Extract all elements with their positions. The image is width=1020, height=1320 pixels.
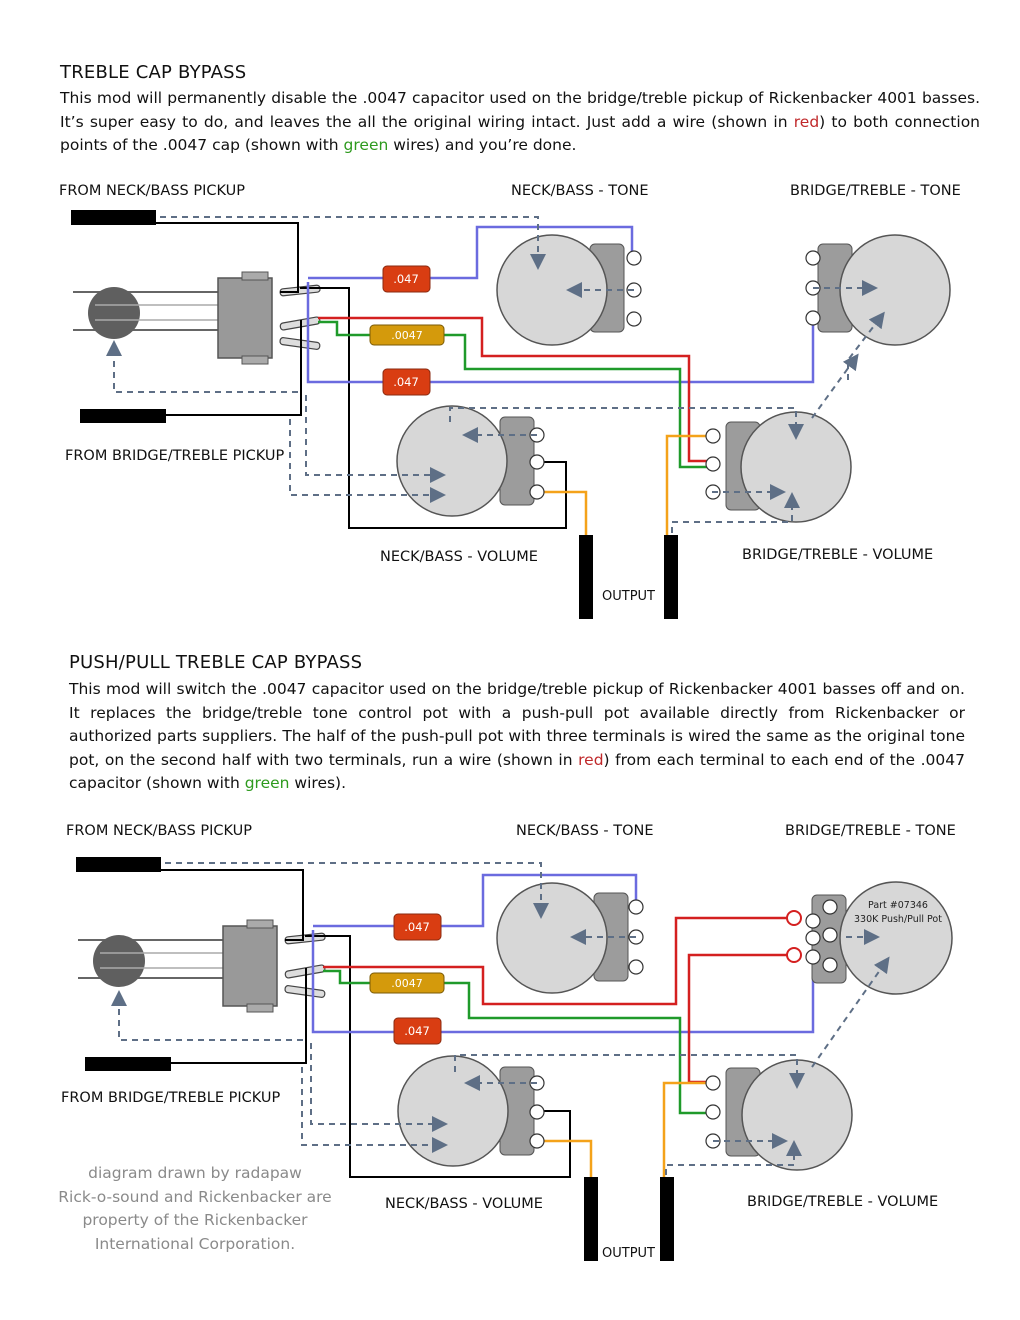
s2-bridge-pickup-lead [85, 1057, 171, 1071]
s1-neck-tone-pot [496, 234, 642, 346]
s1-cap-047-bottom-label: .047 [393, 375, 419, 389]
section2-desc-part-a: This mod will switch the .0047 capacitor… [69, 680, 965, 769]
s2-label-neck-tone: NECK/BASS - TONE [516, 823, 654, 839]
credit-notice: diagram drawn by radapaw Rick-o-sound an… [50, 1162, 340, 1256]
s2-neck-volume-pot [397, 1055, 545, 1167]
s1-label-bridge-volume: BRIDGE/TREBLE - VOLUME [742, 547, 934, 563]
s2-label-output: OUTPUT [602, 1246, 655, 1261]
s1-cap-047-top-label: .047 [393, 272, 419, 286]
s2-cap-047-bottom-label: .047 [404, 1024, 430, 1038]
section1-desc-part-b: ) to both connection points of the .0047… [60, 112, 980, 155]
s1-label-output: OUTPUT [602, 589, 655, 604]
s2-cap-0047-label: .0047 [391, 977, 423, 990]
s1-bridge-pickup-lead [80, 409, 166, 423]
s1-output-jack-right [664, 535, 678, 619]
s1-label-neck-tone: NECK/BASS - TONE [511, 183, 649, 199]
s1-bridge-volume-pot [705, 411, 852, 523]
s1-cap-0047 [369, 324, 445, 346]
section1-desc-green: green [343, 136, 389, 154]
s2-pot-part-number: Part #07346 [868, 900, 928, 911]
s2-neck-pickup-lead [76, 857, 161, 872]
s2-label-bridge-volume: BRIDGE/TREBLE - VOLUME [747, 1194, 939, 1210]
credit-line-3: property of the Rickenbacker [82, 1211, 308, 1229]
s2-cap-047-top-label: .047 [404, 920, 430, 934]
s2-bridge-tone-push-pull-pot: Part #07346 330K Push/Pull Pot [786, 881, 953, 995]
s2-cap-0047 [369, 972, 445, 994]
s1-pickup-selector-switch [73, 271, 321, 365]
section1-desc-part-a: This mod will permanently disable the .0… [60, 89, 980, 131]
section2-description: This mod will switch the .0047 capacitor… [69, 678, 965, 796]
s1-cap-0047-label: .0047 [391, 329, 423, 342]
s2-pickup-selector-switch [78, 919, 326, 1013]
s2-output-jack-right [660, 1177, 674, 1261]
s1-neck-volume-pot [396, 405, 545, 517]
s1-neck-pickup-lead [71, 210, 156, 225]
s1-label-bridge-tone: BRIDGE/TREBLE - TONE [790, 183, 961, 199]
section1-title: TREBLE CAP BYPASS [60, 62, 247, 83]
s2-label-bridge-tone: BRIDGE/TREBLE - TONE [785, 823, 956, 839]
s1-bridge-tone-pot [805, 234, 951, 346]
s1-label-neck-volume: NECK/BASS - VOLUME [380, 549, 538, 565]
s2-label-neck-volume: NECK/BASS - VOLUME [385, 1196, 543, 1212]
credit-line-4: International Corporation. [94, 1234, 296, 1253]
section2-title: PUSH/PULL TREBLE CAP BYPASS [69, 652, 363, 673]
s1-label-bridge-pickup: FROM BRIDGE/TREBLE PICKUP [65, 448, 285, 464]
s1-output-jack-left [579, 535, 593, 619]
section1-desc-part-c: wires) and you’re done. [388, 136, 577, 154]
credit-line-2: Rick-o-sound and Rickenbacker are [58, 1187, 332, 1206]
section1-description: This mod will permanently disable the .0… [60, 87, 980, 158]
section2-desc-part-c: wires). [289, 774, 347, 792]
s1-cap-047-top [382, 265, 431, 293]
section2-desc-green: green [244, 774, 290, 792]
section2-desc-red: red [578, 750, 604, 769]
s1-red-bypass-wire [318, 316, 712, 463]
credit-line-1: diagram drawn by radapaw [88, 1164, 302, 1182]
s1-cap-047-bottom [382, 368, 431, 396]
s2-cap-047-bottom [393, 1017, 442, 1045]
s1-label-neck-pickup: FROM NECK/BASS PICKUP [59, 183, 245, 199]
s2-wiring-diagram: .047 .047 .0047 Part #07346 330K Push/Pu… [76, 857, 953, 1261]
s1-wiring-diagram: .047 .047 .0047 [71, 210, 951, 619]
s2-label-neck-pickup: FROM NECK/BASS PICKUP [66, 823, 252, 839]
s2-label-bridge-pickup: FROM BRIDGE/TREBLE PICKUP [61, 1090, 281, 1106]
s2-output-jack-left [584, 1177, 598, 1261]
s2-pot-description: 330K Push/Pull Pot [854, 914, 942, 925]
s2-bridge-volume-pot [705, 1059, 853, 1171]
s2-cap-047-top [393, 913, 442, 941]
section2-desc-part-b: ) from each terminal to each end of the … [69, 750, 965, 793]
section1-desc-red: red [793, 112, 820, 131]
